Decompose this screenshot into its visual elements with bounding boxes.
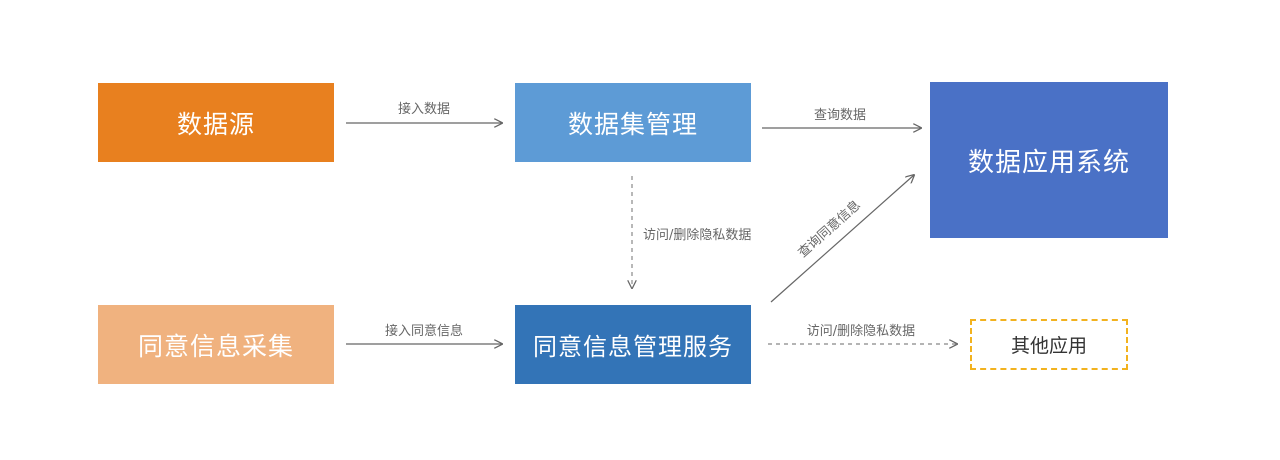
edge-source-to-dataset-label: 接入数据 — [398, 101, 450, 117]
data-source-node: 数据源 — [98, 83, 334, 162]
data-application-system-label: 数据应用系统 — [967, 147, 1130, 178]
other-application-label: 其他应用 — [1010, 335, 1087, 357]
consent-collection-label: 同意信息采集 — [137, 331, 294, 361]
edge-service-to-app — [770, 175, 914, 303]
consent-collection-node: 同意信息采集 — [98, 305, 334, 384]
edge-dataset-to-service-label: 访问/删除隐私数据 — [643, 228, 751, 243]
other-application-node: 其他应用 — [970, 319, 1128, 370]
consent-management-service-label: 同意信息管理服务 — [533, 333, 733, 361]
dataset-management-node: 数据集管理 — [515, 83, 751, 162]
edge-service-to-other-label: 访问/删除隐私数据 — [807, 324, 915, 339]
data-application-system-node: 数据应用系统 — [930, 82, 1168, 238]
data-source-label: 数据源 — [176, 109, 255, 139]
edge-dataset-to-app-label: 查询数据 — [814, 108, 866, 123]
consent-management-service-node: 同意信息管理服务 — [515, 305, 751, 384]
edge-consent-to-service-label: 接入同意信息 — [385, 323, 463, 339]
dataset-management-label: 数据集管理 — [567, 109, 698, 139]
